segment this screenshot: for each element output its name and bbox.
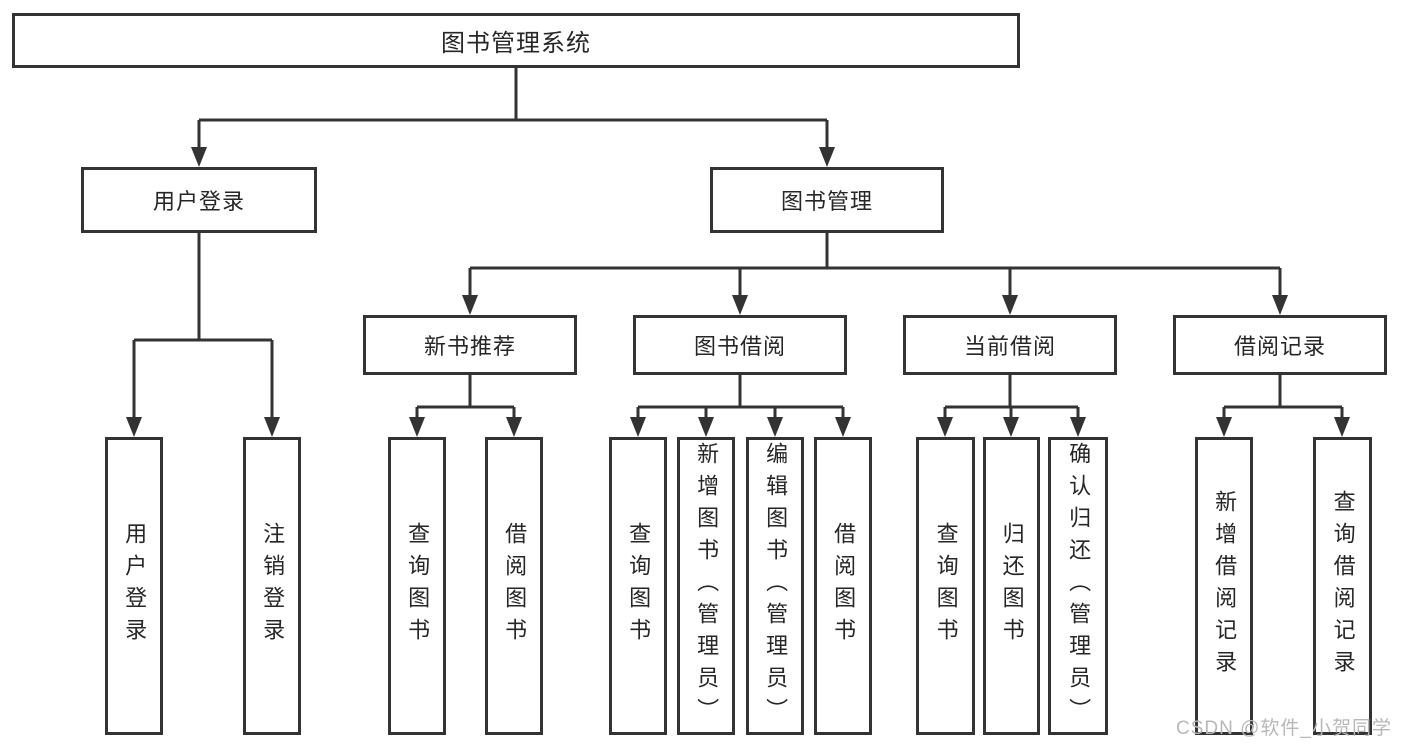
arrowhead <box>1070 417 1086 437</box>
node-new-book-recommend: 新书推荐 <box>363 315 577 375</box>
leaf-logout-label: 注销登录 <box>260 522 286 650</box>
leaf-newbooks-borrow: 借阅图书 <box>485 437 543 735</box>
watermark: CSDN @软件_小贺同学 <box>1176 718 1392 739</box>
leaf-borrowing-add-label: 新增图书（管理员） <box>694 442 720 730</box>
leaf-newbooks-borrow-label: 借阅图书 <box>502 522 528 650</box>
node-book-management: 图书管理 <box>710 167 944 233</box>
leaf-borrowing-add: 新增图书（管理员） <box>677 437 735 735</box>
arrowhead <box>126 417 142 437</box>
leaf-current-query: 查询图书 <box>916 437 975 735</box>
leaf-user-login: 用户登录 <box>105 437 163 735</box>
arrowhead <box>937 417 953 437</box>
arrowhead <box>506 417 522 437</box>
arrowhead <box>835 417 851 437</box>
arrowhead <box>264 417 280 437</box>
leaf-records-query: 查询借阅记录 <box>1313 437 1372 735</box>
leaf-current-confirm-return: 确认归还（管理员） <box>1048 437 1108 735</box>
arrowhead <box>630 417 646 437</box>
node-user-login-label: 用户登录 <box>152 189 245 214</box>
node-root: 图书管理系统 <box>12 13 1020 68</box>
leaf-newbooks-query-label: 查询图书 <box>405 522 431 650</box>
leaf-current-confirm-return-label: 确认归还（管理员） <box>1066 442 1092 730</box>
leaf-borrowing-edit-label: 编辑图书（管理员） <box>763 442 789 730</box>
arrowhead <box>767 417 783 437</box>
leaf-borrowing-query: 查询图书 <box>609 437 667 735</box>
leaf-current-query-label: 查询图书 <box>933 522 959 650</box>
arrowhead <box>462 295 478 315</box>
leaf-borrowing-edit: 编辑图书（管理员） <box>746 437 804 735</box>
leaf-borrowing-borrow: 借阅图书 <box>814 437 872 735</box>
arrowhead <box>1002 295 1018 315</box>
node-book-management-label: 图书管理 <box>780 189 873 214</box>
node-current-borrowing-label: 当前借阅 <box>963 334 1056 359</box>
leaf-borrowing-query-label: 查询图书 <box>626 522 652 650</box>
arrowhead <box>1272 295 1288 315</box>
leaf-current-return: 归还图书 <box>983 437 1040 735</box>
leaf-records-add: 新增借阅记录 <box>1195 437 1253 735</box>
connector-rails <box>134 68 1342 409</box>
node-borrow-records: 借阅记录 <box>1173 315 1387 375</box>
leaf-borrowing-borrow-label: 借阅图书 <box>831 522 857 650</box>
leaf-records-add-label: 新增借阅记录 <box>1212 490 1238 682</box>
arrowhead <box>191 147 207 167</box>
node-new-book-recommend-label: 新书推荐 <box>423 334 516 359</box>
arrowhead <box>1216 417 1232 437</box>
arrowhead <box>698 417 714 437</box>
arrowhead <box>409 417 425 437</box>
node-user-login: 用户登录 <box>81 167 317 233</box>
leaf-records-query-label: 查询借阅记录 <box>1330 490 1356 682</box>
leaf-user-login-label: 用户登录 <box>122 522 148 650</box>
node-book-borrowing: 图书借阅 <box>633 315 847 375</box>
node-current-borrowing: 当前借阅 <box>903 315 1117 375</box>
leaf-current-return-label: 归还图书 <box>999 522 1025 650</box>
arrowhead <box>819 147 835 167</box>
arrowhead <box>1003 417 1019 437</box>
node-root-label: 图书管理系统 <box>441 30 591 57</box>
node-book-borrowing-label: 图书借阅 <box>693 334 786 359</box>
node-borrow-records-label: 借阅记录 <box>1233 334 1326 359</box>
arrowhead <box>732 295 748 315</box>
leaf-newbooks-query: 查询图书 <box>388 437 446 735</box>
leaf-logout: 注销登录 <box>243 437 301 735</box>
arrowhead <box>1334 417 1350 437</box>
